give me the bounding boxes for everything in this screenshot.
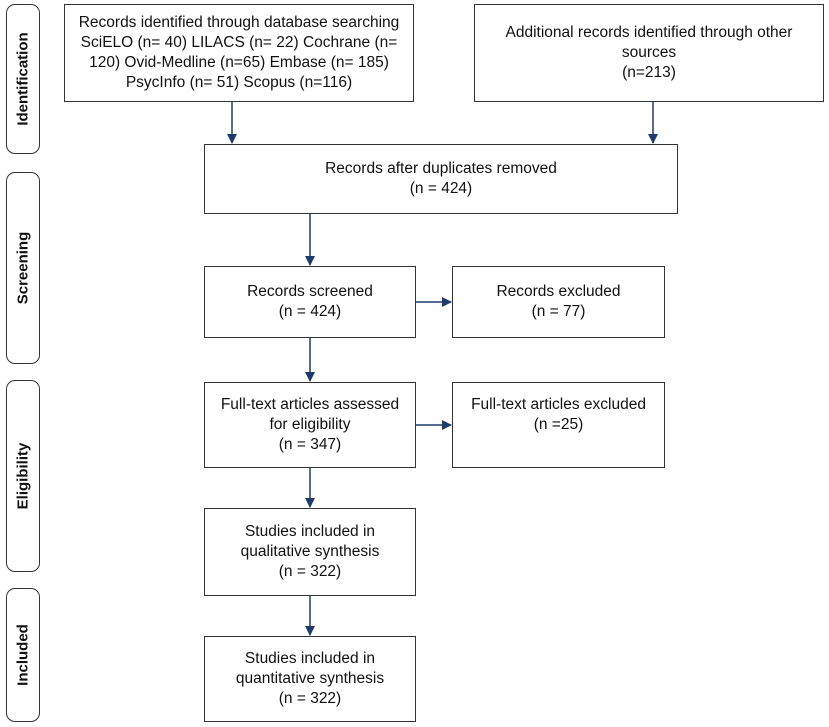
phase-eligibility: Eligibility xyxy=(6,380,40,572)
box-duplicates-removed-text: Records after duplicates removed (n = 42… xyxy=(325,160,557,197)
box-duplicates-removed: Records after duplicates removed (n = 42… xyxy=(204,144,678,214)
box-database-records: Records identified through database sear… xyxy=(64,4,414,102)
phase-identification: Identification xyxy=(6,4,40,154)
box-fulltext-assessed: Full-text articles assessed for eligibil… xyxy=(204,382,416,468)
box-fulltext-assessed-text: Full-text articles assessed for eligibil… xyxy=(220,396,400,453)
box-records-screened-text: Records screened (n = 424) xyxy=(247,283,373,320)
box-quantitative-synthesis-text: Studies included in quantitative synthes… xyxy=(235,650,385,707)
box-other-records: Additional records identified through ot… xyxy=(474,4,824,102)
box-fulltext-excluded-text: Full-text articles excluded (n =25) xyxy=(471,396,646,433)
box-records-excluded-text: Records excluded (n = 77) xyxy=(496,283,621,320)
box-qualitative-synthesis: Studies included in qualitative synthesi… xyxy=(204,508,416,596)
phase-included: Included xyxy=(6,588,40,722)
box-qualitative-synthesis-text: Studies included in qualitative synthesi… xyxy=(240,523,380,580)
box-records-excluded: Records excluded (n = 77) xyxy=(452,266,665,338)
box-fulltext-excluded: Full-text articles excluded (n =25) xyxy=(452,382,665,468)
box-other-records-text: Additional records identified through ot… xyxy=(505,24,793,81)
box-database-records-text: Records identified through database sear… xyxy=(78,14,400,91)
box-records-screened: Records screened (n = 424) xyxy=(204,266,416,338)
phase-screening: Screening xyxy=(6,172,40,364)
box-quantitative-synthesis: Studies included in quantitative synthes… xyxy=(204,636,416,722)
